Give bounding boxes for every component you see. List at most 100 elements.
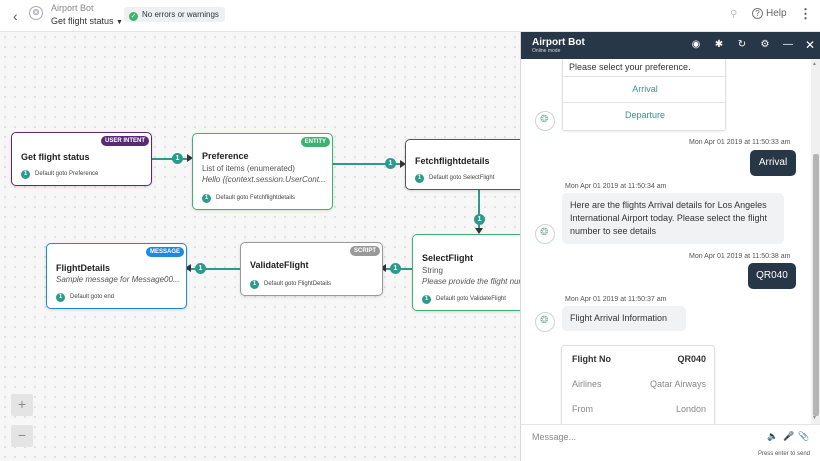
node-footer: 1 Default goto SelectFlight [415, 174, 494, 183]
connector-line [186, 268, 240, 270]
footer-number: 1 [21, 170, 30, 179]
footer-text: Default goto end [70, 294, 115, 300]
close-icon[interactable]: ✕ [804, 38, 816, 52]
message-timestamp: Mon Apr 01 2019 at 11:50:37 am [565, 296, 667, 303]
footer-number: 1 [415, 174, 424, 183]
search-icon[interactable]: ⚲ [730, 9, 738, 20]
scroll-down-icon[interactable]: ▼ [812, 415, 817, 421]
flow-canvas[interactable]: 1 1 1 1 1 USER INTENT Get flight status … [0, 32, 542, 461]
chat-panel: Airport Bot Online mode ◉ ✱ ↻ ⚙ — ✕ Plea… [520, 32, 820, 461]
footer-text: Default goto SelectFlight [429, 175, 495, 181]
node-footer: 1 Default goto end [56, 293, 114, 302]
node-badge: ENTITY [300, 137, 330, 147]
node-message[interactable]: MESSAGE FlightDetails Sample message for… [46, 243, 187, 309]
node-prompt: Hello {{context.session.UserCont... [202, 175, 326, 184]
options-prompt: Please select your preference. [569, 62, 691, 72]
bot-message: Here are the flights Arrival details for… [562, 193, 784, 244]
footer-text: Default goto Fetchflightdetails [216, 195, 296, 201]
row-label: Flight No [572, 354, 611, 364]
scroll-up-icon[interactable]: ▲ [812, 61, 817, 67]
flow-name-dropdown[interactable]: Get flight status ▼ [51, 16, 123, 26]
options-card: Please select your preference. Arrival D… [562, 59, 727, 131]
node-footer: 1 Default goto FlightDetails [250, 280, 331, 289]
microphone-icon[interactable]: 🎤 [783, 431, 795, 441]
node-badge: USER INTENT [100, 136, 149, 146]
row-value: Qatar Airways [649, 379, 706, 389]
back-icon[interactable]: ‹ [13, 8, 18, 24]
check-icon: ✓ [129, 12, 138, 21]
attachment-icon[interactable]: 📎 [798, 431, 810, 441]
node-badge: MESSAGE [145, 247, 184, 257]
node-entity[interactable]: ENTITY Preference List of items (enumera… [192, 133, 333, 210]
message-input[interactable]: Message... [532, 432, 577, 442]
node-title: SelectFlight [422, 253, 474, 263]
message-timestamp: Mon Apr 01 2019 at 11:50:38 am [689, 253, 791, 260]
connector-line [333, 163, 403, 165]
connector-dot[interactable]: 1 [385, 158, 396, 169]
connector-line [478, 190, 480, 230]
question-icon: ? [752, 8, 763, 19]
user-message: QR040 [748, 263, 796, 289]
refresh-icon[interactable]: ↻ [737, 39, 747, 50]
message-timestamp: Mon Apr 01 2019 at 11:50:34 am [565, 183, 667, 190]
node-subtitle: String [422, 266, 443, 275]
help-button[interactable]: ?Help [752, 8, 787, 19]
row-label: From [572, 404, 593, 414]
zoom-in-button[interactable]: + [11, 394, 33, 416]
settings-icon[interactable]: ⚙ [760, 39, 770, 50]
footer-number: 1 [56, 293, 65, 302]
message-timestamp: Mon Apr 01 2019 at 11:50:33 am [689, 139, 791, 146]
bot-message: Flight Arrival Information [562, 306, 686, 331]
bot-avatar-icon [535, 111, 555, 131]
arrow-left-icon [380, 264, 386, 272]
chat-input-area: Message... 🔈 🎤 📎 Press enter to send [521, 424, 820, 461]
divider [563, 76, 727, 77]
user-message: Arrival [750, 150, 796, 176]
chat-messages[interactable]: Please select your preference. Arrival D… [521, 59, 811, 424]
node-validate-flight[interactable]: SCRIPT ValidateFlight 1 Default goto Flig… [240, 242, 383, 296]
node-subtitle: List of items (enumerated) [202, 164, 295, 173]
bot-logo-icon: ❂ [29, 6, 43, 20]
scroll-thumb[interactable] [813, 154, 819, 416]
row-label: Airlines [572, 379, 602, 389]
connector-dot[interactable]: 1 [195, 263, 206, 274]
node-prompt: Sample message for Message00... [56, 275, 180, 284]
app-name: Airport Bot [51, 3, 94, 13]
divider [563, 102, 727, 103]
chat-mode: Online mode [532, 48, 561, 54]
node-prompt: Please provide the flight num [422, 277, 526, 286]
status-badge[interactable]: ✓ No errors or warnings [124, 7, 225, 22]
record-icon[interactable]: ◉ [691, 39, 701, 50]
arrow-down-icon [475, 228, 483, 234]
status-text: No errors or warnings [142, 10, 219, 19]
more-options-icon[interactable]: ⋮ [799, 6, 812, 21]
node-title: ValidateFlight [250, 260, 309, 270]
row-value: QR040 [677, 354, 706, 364]
option-arrival[interactable]: Arrival [632, 84, 658, 94]
row-value: London [675, 404, 706, 414]
zoom-out-button[interactable]: − [11, 425, 33, 447]
connector-dot[interactable]: 1 [172, 153, 183, 164]
connector-dot[interactable]: 1 [474, 214, 485, 225]
node-badge: SCRIPT [349, 246, 380, 256]
footer-text: Default goto FlightDetails [264, 281, 332, 287]
node-title: FlightDetails [56, 263, 111, 273]
option-departure[interactable]: Departure [624, 110, 666, 120]
minimize-icon[interactable]: — [783, 39, 793, 50]
arrow-right-icon [187, 154, 193, 162]
chat-scrollbar[interactable]: ▲ ▼ [811, 59, 820, 424]
flight-info-card: Flight No QR040 Airlines Qatar Airways F… [561, 345, 715, 424]
press-enter-hint: Press enter to send [757, 451, 810, 457]
bug-icon[interactable]: ✱ [714, 39, 724, 50]
footer-number: 1 [250, 280, 259, 289]
chat-header: Airport Bot Online mode ◉ ✱ ↻ ⚙ — ✕ [521, 32, 820, 59]
top-bar: ‹ ❂ Airport Bot Get flight status ▼ ✓ No … [0, 0, 820, 32]
node-title: Preference [202, 151, 249, 161]
connector-dot[interactable]: 1 [390, 263, 401, 274]
speaker-icon[interactable]: 🔈 [767, 431, 779, 441]
